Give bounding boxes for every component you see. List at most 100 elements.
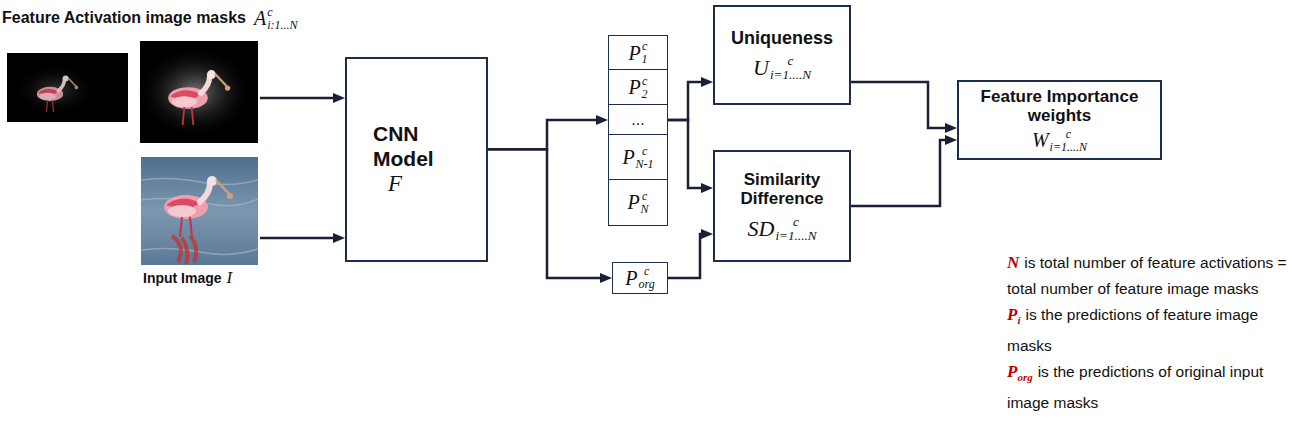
math-symbol: Wci=1....N xyxy=(1032,128,1087,153)
flow-arrow xyxy=(668,120,707,188)
flow-arrow xyxy=(668,234,707,278)
symbol-base: P xyxy=(627,191,639,214)
text-row: PcN-1 xyxy=(622,145,653,170)
math-symbol: Aci:1...N xyxy=(254,6,298,31)
subscript: i:1...N xyxy=(267,19,297,32)
math-symbol: SDci=1....N xyxy=(747,215,816,243)
text-row: Pcorg xyxy=(625,265,654,290)
bird-figure xyxy=(168,70,230,125)
prediction-cell: ... xyxy=(608,104,668,136)
superscript: c xyxy=(638,265,654,278)
math-symbol: Uci=1....N xyxy=(753,54,811,82)
prediction-box: Pcorg xyxy=(612,262,668,294)
symbol-scripts: ci=1....N xyxy=(770,54,811,82)
symbol-scripts: c1 xyxy=(642,40,648,65)
symbol-base: W xyxy=(1032,129,1049,152)
heading-text: Feature Activation image masks xyxy=(2,9,246,27)
math-symbol: Pc1 xyxy=(628,40,647,65)
bird-reflection xyxy=(172,236,196,264)
subscript: 2 xyxy=(642,88,648,101)
subscript: N xyxy=(641,203,649,216)
superscript: c xyxy=(642,75,648,88)
subscript: i=1....N xyxy=(1050,141,1087,154)
symbol-scripts: ci:1...N xyxy=(267,6,297,31)
symbol-scripts: c2 xyxy=(642,75,648,100)
subscript: i=1....N xyxy=(770,68,811,82)
mask-glow xyxy=(13,64,97,116)
symbol-scripts: cN-1 xyxy=(636,145,654,170)
math-symbol: PcN-1 xyxy=(622,145,653,170)
weights-box: Feature Importance weightsWci=1....N xyxy=(957,80,1162,160)
superscript: c xyxy=(775,215,816,229)
symbol-base: P xyxy=(628,42,640,65)
subscript: org xyxy=(638,278,654,291)
ellipsis-text: ... xyxy=(631,111,644,128)
box-heading: Feature Importance weights xyxy=(967,87,1152,126)
image-heading: Feature Activation image masks Aci:1...N xyxy=(2,6,298,31)
superscript: c xyxy=(770,54,811,68)
superscript: c xyxy=(642,40,648,53)
text-row: ... xyxy=(631,111,644,129)
superscript: c xyxy=(267,6,297,19)
text-row: F xyxy=(373,171,402,197)
symbol-scripts: ci=1....N xyxy=(775,215,816,243)
text-row: Similarity Difference xyxy=(727,170,837,209)
water-background xyxy=(141,157,258,265)
flow-arrow xyxy=(488,120,602,149)
symbol-scripts: ci=1....N xyxy=(1050,128,1087,153)
box-heading: Similarity Difference xyxy=(727,170,837,209)
model-symbol: F xyxy=(388,171,402,196)
text-row: CNN Model xyxy=(373,122,468,170)
flow-arrow xyxy=(488,149,606,278)
similarity-box: Similarity DifferenceSDci=1....N xyxy=(713,150,851,262)
superscript: c xyxy=(636,145,654,158)
subscript: N-1 xyxy=(636,158,654,171)
math-symbol: PcN xyxy=(627,190,648,215)
subscript: i=1....N xyxy=(775,229,816,243)
note-text: is the predictions of original input ima… xyxy=(1007,363,1263,411)
note-symbol: org xyxy=(1017,371,1032,383)
input-image xyxy=(141,157,258,265)
symbol-base: U xyxy=(753,55,769,81)
text-row: Pc1 xyxy=(628,40,647,65)
text-row: Uci=1....N xyxy=(753,54,811,82)
note-symbol: P xyxy=(1007,305,1017,324)
note-symbol: N xyxy=(1007,253,1019,272)
text-row: Feature Importance weights xyxy=(967,87,1152,126)
flow-arrow xyxy=(851,82,951,128)
bird-figure xyxy=(37,75,78,112)
notes-block: Nis total number of feature activations … xyxy=(1007,250,1301,416)
symbol-scripts: corg xyxy=(638,265,654,290)
flow-arrow xyxy=(668,82,707,120)
note-symbol: P xyxy=(1007,362,1017,381)
symbol-base: P xyxy=(628,76,640,99)
superscript: c xyxy=(641,190,649,203)
note-line: Piis the predictions of feature image ma… xyxy=(1007,302,1301,359)
note-symbol: i xyxy=(1017,314,1020,326)
symbol-scripts: cN xyxy=(641,190,649,215)
symbol-base: P xyxy=(622,146,634,169)
note-line: Porgis the predictions of original input… xyxy=(1007,359,1301,416)
mask-background xyxy=(7,53,128,122)
uniqueness-box: UniquenessUci=1....N xyxy=(713,5,851,105)
mask-glow xyxy=(137,46,253,138)
text-row: PcN xyxy=(627,190,648,215)
box-heading: Uniqueness xyxy=(731,28,833,49)
math-symbol: Pc2 xyxy=(628,75,647,100)
feature-mask-image xyxy=(137,41,258,143)
box-heading: CNN Model xyxy=(373,122,468,170)
symbol-base: P xyxy=(625,267,637,290)
text-row: Pc2 xyxy=(628,75,647,100)
text-row: Uniqueness xyxy=(731,28,833,49)
superscript: c xyxy=(1050,128,1087,141)
image-caption: Input Image I xyxy=(143,268,232,288)
caption-symbol: I xyxy=(227,268,233,287)
prediction-cell: PcN xyxy=(608,179,668,226)
bird-figure xyxy=(164,176,233,237)
feature-mask-image xyxy=(7,53,128,122)
model-box: CNN ModelF xyxy=(345,57,488,262)
caption-text: Input Image xyxy=(143,270,222,286)
symbol-base: A xyxy=(254,7,266,30)
note-line: Nis total number of feature activations … xyxy=(1007,250,1301,302)
image-arrow xyxy=(260,237,339,240)
